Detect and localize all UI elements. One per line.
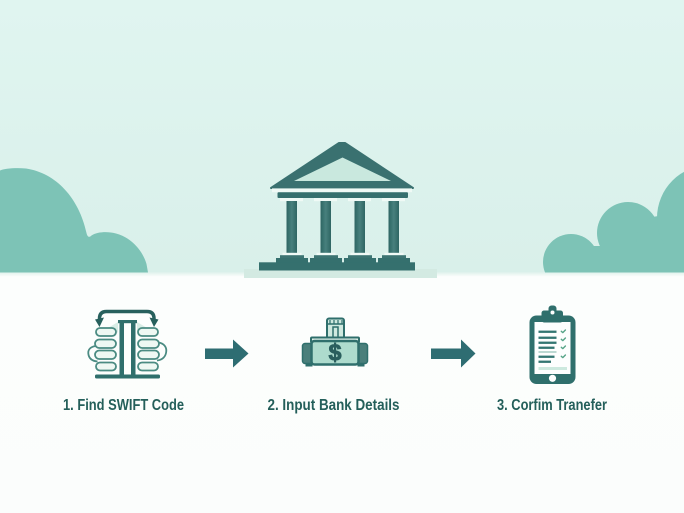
svg-text:3. Corfim Tranefer: 3. Corfim Tranefer [497, 397, 607, 414]
svg-text:1. Find SWIFT Code: 1. Find SWIFT Code [63, 397, 184, 414]
svg-text:$: $ [329, 340, 342, 366]
svg-text:2. Input Bank Details: 2. Input Bank Details [268, 397, 400, 414]
